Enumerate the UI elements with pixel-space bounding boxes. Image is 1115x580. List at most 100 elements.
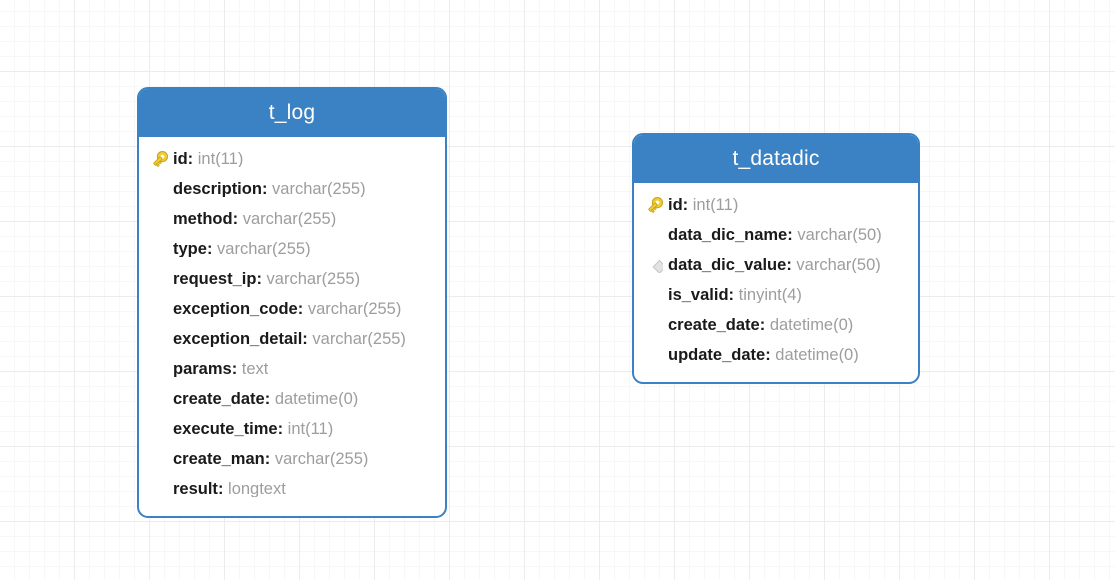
field-name: data_dic_value	[668, 256, 787, 274]
field-row[interactable]: id: int(11)	[139, 144, 445, 174]
field-icon-placeholder	[147, 478, 173, 500]
table-node-t_datadic[interactable]: t_datadic id: int(11) data_dic_name: varch…	[632, 133, 920, 384]
field-colon: :	[682, 196, 693, 214]
field-type: datetime(0)	[769, 316, 854, 334]
field-icon-placeholder	[642, 314, 668, 336]
field-text: exception_detail: varchar(255)	[173, 331, 406, 348]
field-colon: :	[206, 240, 218, 258]
field-colon: :	[786, 256, 797, 274]
field-row[interactable]: create_date: datetime(0)	[139, 384, 445, 414]
field-name: create_date	[668, 316, 760, 334]
field-name: type	[173, 240, 207, 258]
field-type: varchar(255)	[272, 180, 366, 198]
field-type: varchar(255)	[307, 300, 402, 318]
primary-key-icon	[642, 194, 668, 216]
field-icon-placeholder	[147, 298, 173, 320]
field-row[interactable]: request_ip: varchar(255)	[139, 264, 445, 294]
field-name: create_date	[173, 390, 265, 408]
field-row[interactable]: result: longtext	[139, 474, 445, 504]
field-type: varchar(255)	[274, 450, 369, 468]
field-icon-placeholder	[642, 284, 668, 306]
field-row[interactable]: create_man: varchar(255)	[139, 444, 445, 474]
field-icon-placeholder	[147, 208, 173, 230]
field-colon: :	[217, 480, 229, 498]
field-row[interactable]: is_valid: tinyint(4)	[634, 280, 918, 310]
field-type: text	[241, 360, 269, 378]
field-name: create_man	[173, 450, 265, 468]
field-list: id: int(11) description: varchar(255) meth…	[139, 137, 445, 516]
field-name: data_dic_name	[668, 226, 788, 244]
field-icon-placeholder	[642, 344, 668, 366]
field-row[interactable]: description: varchar(255)	[139, 174, 445, 204]
primary-key-icon	[147, 148, 173, 170]
field-colon: :	[787, 226, 798, 244]
field-type: tinyint(4)	[738, 286, 802, 304]
field-colon: :	[759, 316, 770, 334]
field-name: update_date	[668, 346, 766, 364]
field-text: create_date: datetime(0)	[668, 317, 853, 334]
field-text: id: int(11)	[173, 151, 243, 168]
field-colon: :	[231, 360, 242, 378]
field-row[interactable]: data_dic_name: varchar(50)	[634, 220, 918, 250]
field-row[interactable]: type: varchar(255)	[139, 234, 445, 264]
field-row[interactable]: update_date: datetime(0)	[634, 340, 918, 370]
field-text: result: longtext	[173, 481, 286, 498]
field-icon-placeholder	[147, 388, 173, 410]
field-row[interactable]: create_date: datetime(0)	[634, 310, 918, 340]
field-text: request_ip: varchar(255)	[173, 271, 360, 288]
index-icon	[642, 254, 668, 276]
field-row[interactable]: method: varchar(255)	[139, 204, 445, 234]
field-colon: :	[264, 390, 275, 408]
field-colon: :	[302, 330, 313, 348]
field-row[interactable]: execute_time: int(11)	[139, 414, 445, 444]
field-icon-placeholder	[147, 268, 173, 290]
field-text: exception_code: varchar(255)	[173, 301, 401, 318]
field-type: datetime(0)	[775, 346, 859, 364]
field-colon: :	[232, 210, 243, 228]
field-row[interactable]: params: text	[139, 354, 445, 384]
field-text: type: varchar(255)	[173, 241, 311, 258]
field-list: id: int(11)data_dic_name: varchar(50)dat…	[634, 183, 918, 382]
field-type: varchar(255)	[217, 240, 311, 258]
field-colon: :	[297, 300, 308, 318]
field-icon-placeholder	[642, 224, 668, 246]
field-text: data_dic_name: varchar(50)	[668, 227, 882, 244]
field-type: int(11)	[692, 196, 739, 214]
field-type: int(11)	[287, 420, 334, 438]
field-text: is_valid: tinyint(4)	[668, 287, 802, 304]
field-colon: :	[765, 346, 776, 364]
field-row[interactable]: id: int(11)	[634, 190, 918, 220]
field-colon: :	[261, 180, 273, 198]
field-type: varchar(50)	[796, 256, 881, 274]
field-name: exception_detail	[173, 330, 303, 348]
field-colon: :	[728, 286, 739, 304]
field-row[interactable]: exception_code: varchar(255)	[139, 294, 445, 324]
field-colon: :	[277, 420, 288, 438]
field-name: id	[173, 150, 188, 168]
field-type: longtext	[228, 480, 286, 498]
field-text: create_man: varchar(255)	[173, 451, 368, 468]
field-name: execute_time	[173, 420, 278, 438]
field-text: execute_time: int(11)	[173, 421, 333, 438]
field-text: create_date: datetime(0)	[173, 391, 358, 408]
table-title-t_datadic: t_datadic	[634, 135, 918, 183]
table-title-t_log: t_log	[139, 89, 445, 137]
field-icon-placeholder	[147, 358, 173, 380]
field-text: data_dic_value: varchar(50)	[668, 257, 881, 274]
field-colon: :	[256, 270, 267, 288]
field-type: varchar(255)	[312, 330, 406, 348]
field-name: description	[173, 180, 262, 198]
field-icon-placeholder	[147, 418, 173, 440]
field-name: params	[173, 360, 232, 378]
field-icon-placeholder	[147, 178, 173, 200]
field-name: request_ip	[173, 270, 257, 288]
field-text: description: varchar(255)	[173, 181, 366, 198]
field-name: method	[173, 210, 233, 228]
field-colon: :	[187, 150, 198, 168]
field-text: params: text	[173, 361, 268, 378]
field-icon-placeholder	[147, 238, 173, 260]
field-type: int(11)	[197, 150, 244, 168]
field-row[interactable]: exception_detail: varchar(255)	[139, 324, 445, 354]
field-row[interactable]: data_dic_value: varchar(50)	[634, 250, 918, 280]
